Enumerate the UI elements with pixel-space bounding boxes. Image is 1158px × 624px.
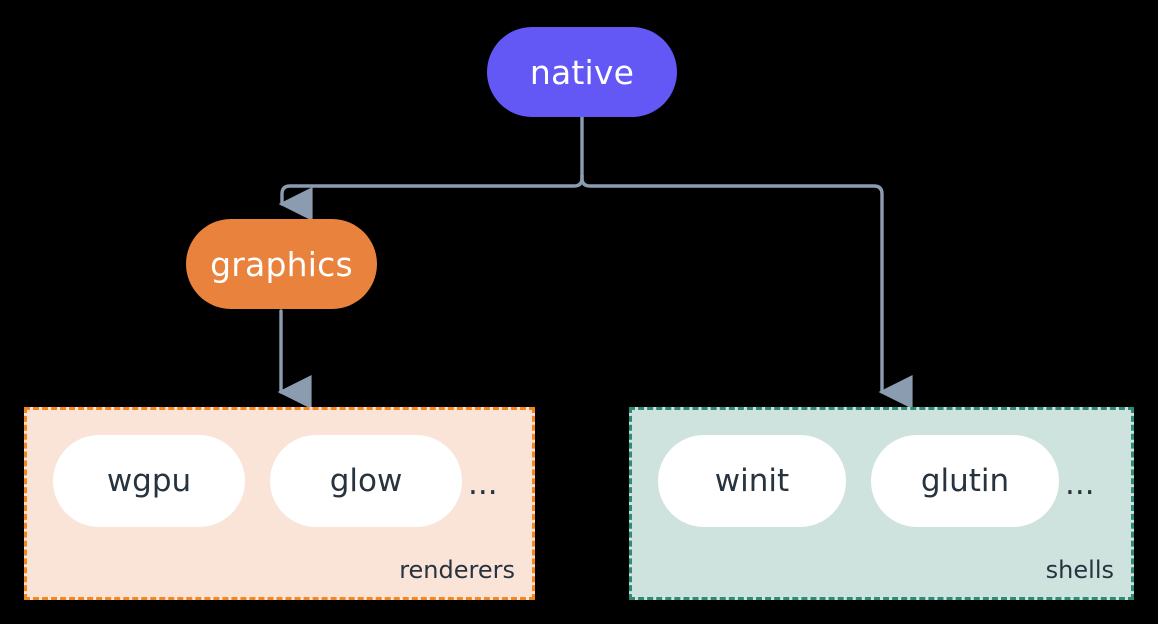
- node-glow[interactable]: glow: [270, 435, 462, 527]
- edge-native-to-shells: [580, 174, 913, 409]
- node-winit[interactable]: winit: [658, 435, 846, 527]
- group-renderers: wgpu glow ... renderers: [24, 407, 535, 600]
- group-renderers-caption: renderers: [399, 556, 515, 585]
- shells-overflow-ellipsis: ...: [1065, 465, 1095, 502]
- node-graphics[interactable]: graphics: [186, 219, 377, 309]
- node-winit-label: winit: [714, 462, 790, 499]
- renderers-overflow-ellipsis: ...: [468, 465, 498, 502]
- group-shells-items: winit glutin ...: [632, 435, 1131, 527]
- node-glutin[interactable]: glutin: [871, 435, 1059, 527]
- edge-native-to-graphics: [278, 174, 584, 221]
- node-glutin-label: glutin: [920, 462, 1010, 499]
- node-wgpu[interactable]: wgpu: [53, 435, 245, 527]
- group-renderers-items: wgpu glow ...: [27, 435, 532, 527]
- group-shells: winit glutin ... shells: [629, 407, 1134, 600]
- node-wgpu-label: wgpu: [106, 462, 192, 499]
- node-native-label: native: [529, 52, 635, 92]
- group-shells-caption: shells: [1045, 556, 1114, 585]
- node-glow-label: glow: [329, 462, 403, 499]
- node-graphics-label: graphics: [210, 244, 353, 284]
- node-native[interactable]: native: [487, 27, 677, 117]
